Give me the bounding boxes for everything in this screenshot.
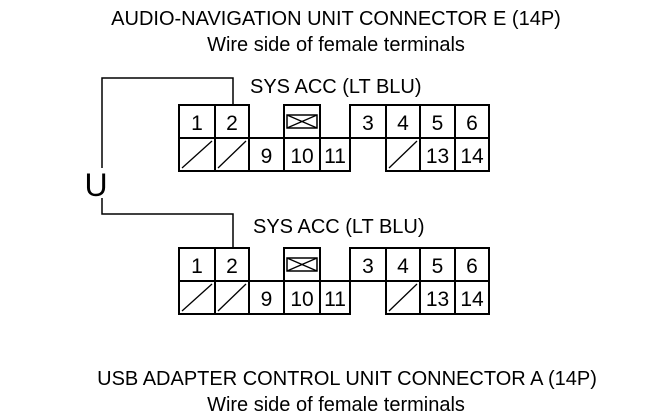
pin-number: 2	[226, 255, 238, 278]
pin-number: 2	[226, 112, 238, 135]
pin-number: 10	[290, 288, 313, 311]
unused-pin-slash	[181, 140, 213, 169]
wire-label-bottom: SYS ACC (LT BLU)	[253, 216, 425, 238]
top-subtitle: Wire side of female terminals	[207, 34, 465, 56]
top-title: AUDIO-NAVIGATION UNIT CONNECTOR E (14P)	[111, 8, 561, 30]
unused-pin-slash	[388, 140, 418, 169]
pin-number: 11	[324, 288, 346, 311]
unused-pin-slash	[181, 283, 213, 312]
pin-number: 4	[397, 255, 409, 278]
bottom-subtitle: Wire side of female terminals	[207, 394, 465, 416]
pin-number: 13	[426, 145, 449, 168]
pin-number: 13	[426, 288, 449, 311]
bottom-title: USB ADAPTER CONTROL UNIT CONNECTOR A (14…	[97, 368, 597, 390]
pin-number: 1	[191, 255, 203, 278]
wire-label-top: SYS ACC (LT BLU)	[250, 76, 422, 98]
pin-number: 5	[432, 255, 444, 278]
wire-bottom-segment	[101, 198, 234, 248]
pin-number: 9	[261, 288, 273, 311]
unused-pin-slash	[217, 283, 247, 312]
pin-number: 1	[191, 112, 203, 135]
cavity-cross	[286, 257, 318, 272]
pin-cell	[319, 137, 351, 172]
wire-top-segment	[101, 77, 234, 168]
pin-number: 6	[466, 255, 478, 278]
pin-number: 14	[460, 145, 484, 168]
pin-number: 5	[432, 112, 444, 135]
pin-number: 3	[362, 255, 374, 278]
pin-number: 4	[397, 112, 409, 135]
unused-pin-slash	[217, 140, 247, 169]
unused-pin-slash	[388, 283, 418, 312]
pin-cell	[454, 137, 490, 172]
pin-cell	[454, 280, 490, 315]
pin-number: 14	[460, 288, 484, 311]
pin-number: 11	[324, 145, 346, 168]
pin-number: 6	[466, 112, 478, 135]
plugged-cavity	[286, 257, 318, 272]
pin-number: 10	[290, 145, 313, 168]
cavity-cross	[286, 114, 318, 129]
continuity-symbol: U	[84, 167, 107, 203]
pin-number: 3	[362, 112, 374, 135]
pin-number: 9	[261, 145, 273, 168]
plugged-cavity	[286, 114, 318, 129]
pin-cell	[319, 280, 351, 315]
